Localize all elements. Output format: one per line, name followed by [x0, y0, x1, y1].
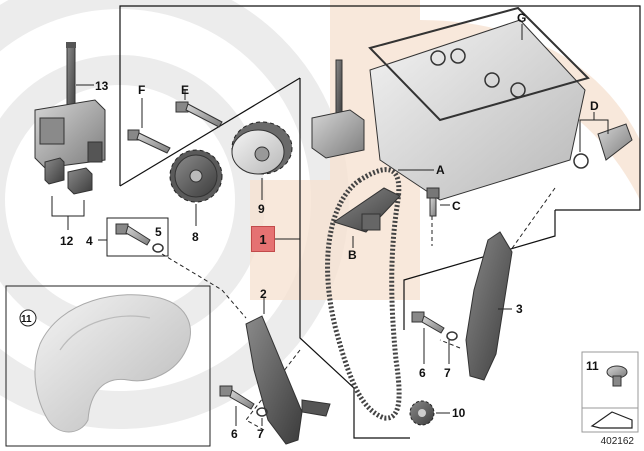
label-5: 5 — [155, 225, 162, 239]
label-7-upper: 7 — [444, 366, 451, 380]
clip-icon — [606, 365, 628, 387]
part-13-tool — [34, 42, 106, 169]
cover-11 — [34, 294, 191, 433]
label-a: A — [436, 163, 445, 177]
label-11: 11 — [21, 314, 32, 325]
timing-chain — [325, 167, 402, 421]
part-12-blocks — [44, 157, 93, 195]
label-4: 4 — [86, 234, 93, 248]
callout-11-circle — [19, 309, 37, 327]
sprocket-8 — [169, 149, 223, 203]
bolt-f — [127, 129, 171, 154]
bolt-6-7-upper — [411, 311, 458, 341]
label-10: 10 — [452, 406, 466, 420]
label-1-highlight: 1 — [251, 226, 275, 252]
tensioner-rail-3 — [465, 231, 513, 381]
label-13: 13 — [95, 79, 109, 93]
label-8: 8 — [192, 230, 199, 244]
label-6-upper: 6 — [419, 366, 426, 380]
arrow-icon — [590, 411, 633, 429]
label-2: 2 — [260, 287, 267, 301]
reference-number: 402162 — [600, 436, 634, 447]
label-12: 12 — [60, 234, 74, 248]
bolt-e — [175, 101, 223, 128]
guide-rail-2 — [245, 315, 331, 445]
crank-sprocket-10 — [409, 400, 435, 426]
label-1: 1 — [259, 231, 267, 247]
camshaft-adjuster-9 — [231, 121, 293, 175]
label-3: 3 — [516, 302, 523, 316]
label-d: D — [590, 99, 599, 113]
cover-detail-box — [5, 285, 211, 447]
label-e: E — [181, 83, 189, 97]
label-6-lower: 6 — [231, 427, 238, 441]
pin-4-5 — [115, 223, 164, 253]
chain-tensioner-d — [573, 123, 633, 169]
label-9: 9 — [258, 202, 265, 216]
locking-tool — [311, 59, 365, 159]
label-b: B — [348, 248, 357, 262]
label-7-lower: 7 — [257, 427, 264, 441]
legend-label-11: 11 — [586, 359, 599, 373]
label-g: G — [517, 11, 526, 25]
label-f: F — [138, 83, 145, 97]
label-c: C — [452, 199, 461, 213]
bolt-6-7-lower — [219, 385, 268, 417]
legend-box — [581, 351, 639, 409]
bolt-c — [426, 187, 440, 217]
slide-rail-b — [332, 187, 401, 233]
cylinder-head-g — [368, 6, 590, 201]
